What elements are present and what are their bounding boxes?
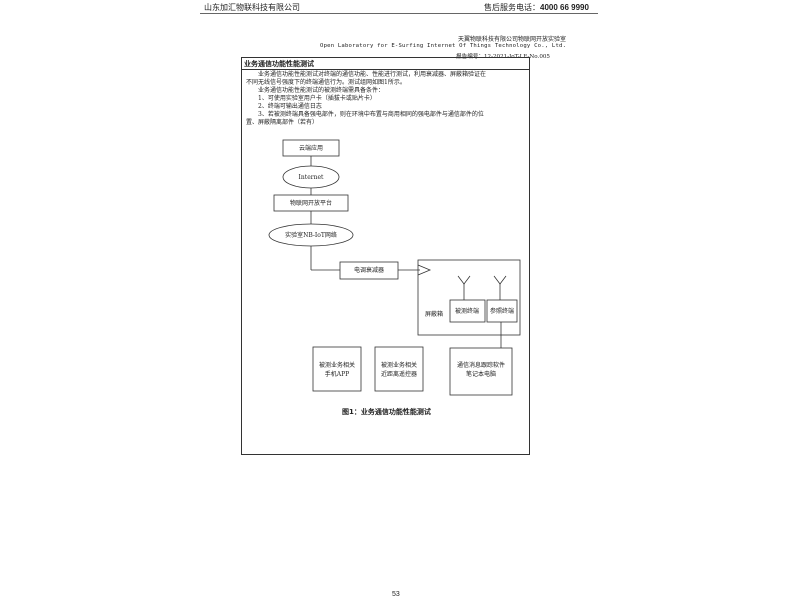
internet-label: Internet: [299, 174, 324, 181]
laptop-box: [449, 347, 513, 396]
remote-box: [374, 346, 424, 392]
lab-name-en: Open Laboratory for E-Surfing Internet O…: [320, 43, 567, 49]
cloud-app-box: [282, 139, 340, 157]
attenuator-box: [339, 261, 399, 280]
remote-box-label: 被测业务相关: [381, 361, 417, 369]
service-hotline: 售后服务电话：4000 66 9990: [484, 2, 589, 13]
paragraph-line: 置、屏蔽隔离部件（若有）: [246, 119, 319, 126]
laptop-box-label: 通信消息跟踪软件: [457, 361, 505, 369]
section-title: 业务通信功能性能测试: [244, 60, 314, 68]
iot-platform-box: [273, 194, 349, 212]
paragraph-line: 1、可使用实验室用户卡（插拔卡或贴片卡）: [258, 95, 376, 102]
dut-box: [449, 299, 486, 323]
lab-name-cn: 天翼物联科技有限公司物联网开放实验室: [458, 36, 567, 43]
dut-label: 被测终端: [455, 307, 479, 315]
shield-box-label: 屏蔽箱: [425, 310, 443, 318]
paragraph-line: 3、若被测终端具备强电部件，则在环境中布置与商用相同的强电部件与通信部件的位: [258, 111, 484, 118]
ref-terminal-label: 参照终端: [490, 307, 514, 315]
internet-ellipse: [282, 165, 340, 189]
shield-box: [417, 259, 521, 336]
ref-terminal-box: [486, 299, 518, 323]
page-number: 53: [392, 591, 400, 598]
cloud-app-label: 云端应用: [299, 144, 323, 152]
section-divider: [242, 69, 529, 70]
paragraph-line: 不同无线信号强度下的终端通信行为。测试组网如图1所示。: [246, 79, 406, 86]
figure-caption: 图1：业务通信功能性能测试: [342, 408, 431, 416]
nbiot-network-label: 实验室NB-IoT网络: [285, 231, 337, 239]
app-box-label: 被测业务相关: [319, 361, 355, 369]
ref-antenna-icon: [493, 275, 507, 285]
nbiot-network-ellipse: [268, 223, 354, 247]
paragraph-line: 2、终端可输出通信日志: [258, 103, 322, 110]
header-divider: [200, 13, 598, 14]
iot-platform-label: 物联网开放平台: [290, 199, 332, 207]
app-box-label: 手机APP: [325, 370, 349, 378]
laptop-box-label: 笔记本电脑: [466, 370, 496, 378]
dut-antenna-icon: [457, 275, 471, 285]
content-frame: [241, 57, 530, 455]
service-label: 售后服务电话：: [484, 3, 540, 12]
company-name: 山东加汇物联科技有限公司: [204, 3, 300, 12]
app-box: [312, 346, 362, 392]
remote-box-label: 近距离遥控器: [381, 370, 417, 378]
paragraph-line: 业务通信功能性能测试的被测终端需具备条件：: [258, 87, 385, 94]
attenuator-antenna-icon: [417, 264, 432, 276]
paragraph-line: 业务通信功能性能测试对终端的通信功能、性能进行测试，利用衰减器、屏蔽箱验证在: [258, 71, 487, 78]
service-phone: 4000 66 9990: [540, 3, 589, 12]
attenuator-label: 电调衰减器: [354, 266, 384, 274]
